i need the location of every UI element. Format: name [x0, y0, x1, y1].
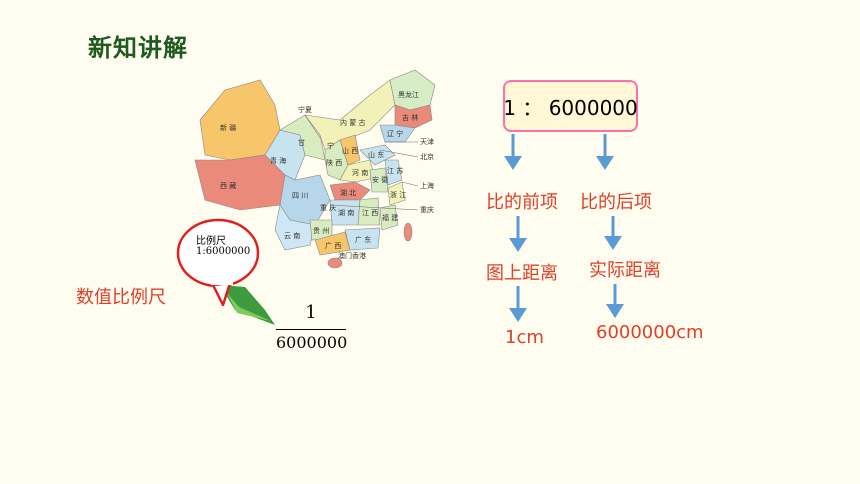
map-side-label: 宁夏: [298, 105, 312, 114]
map-distance-value: 1cm: [505, 327, 544, 348]
map-label: 青 海: [270, 156, 286, 165]
map-label: 宁: [327, 141, 334, 150]
antecedent-label: 比的前项: [486, 192, 558, 213]
map-label: 江 西: [362, 209, 378, 217]
province-guangdong: [344, 227, 381, 251]
province-zhejiang: [387, 181, 406, 206]
map-label: 山 东: [368, 150, 384, 159]
pointer-arrow-icon: [220, 285, 275, 325]
map-label: 安 徽: [372, 175, 388, 184]
numeric-scale-label: 数值比例尺: [76, 287, 166, 308]
map-label: 甘: [298, 138, 305, 147]
real-distance-value: 6000000cm: [596, 322, 704, 343]
down-arrow-icon: [509, 238, 527, 252]
consequent-label: 比的后项: [580, 192, 652, 213]
province-hubei: [329, 181, 371, 201]
map-label: 陕 西: [326, 158, 342, 167]
map-side-label: 天津: [420, 138, 434, 146]
map-side-label: 上海: [420, 181, 434, 190]
map-label: 四 川: [292, 192, 308, 200]
page-title: 新知讲解: [88, 34, 188, 62]
province-liaoning: [379, 124, 416, 143]
province-hainan: [327, 257, 343, 269]
fraction-denominator: 6000000: [276, 333, 348, 352]
map-label: 河 南: [352, 168, 368, 177]
map-label: 湖 南: [338, 208, 354, 217]
scale-speech-bubble: [176, 218, 275, 325]
map-side-label: 澳门: [338, 251, 352, 260]
province-yunnan: [274, 204, 316, 251]
map-label: 浙 江: [390, 190, 406, 199]
province-heilongjiang: [389, 69, 436, 111]
province-fujian: [379, 204, 399, 231]
map-label: 贵 州: [313, 226, 329, 235]
map-label: 辽 宁: [387, 129, 403, 138]
map-distance-label: 图上距离: [486, 263, 558, 284]
down-arrow-icon: [509, 308, 527, 322]
real-distance-label: 实际距离: [589, 260, 661, 281]
flow-arrows: [504, 134, 624, 322]
down-arrow-icon: [606, 304, 624, 318]
fraction-bar: [276, 329, 346, 330]
map-label: 西 藏: [220, 181, 236, 190]
map-side-label: 北京: [420, 152, 434, 161]
bubble-scale-value: 1:6000000: [196, 246, 251, 257]
map-label: 云 南: [284, 231, 300, 240]
map-label: 吉 林: [402, 113, 418, 122]
fraction-numerator: 1: [305, 302, 317, 323]
province-jiangsu: [384, 159, 403, 186]
map-label: 江 苏: [387, 166, 403, 175]
map-side-label: 重庆: [420, 205, 434, 214]
map-side-label: 香港: [352, 251, 366, 260]
province-anhui: [369, 167, 389, 193]
province-taiwan: [403, 222, 413, 242]
province-xinjiang: [199, 79, 281, 161]
map-label: 广 西: [325, 241, 341, 250]
down-arrow-icon: [596, 156, 614, 170]
ratio-box: 1 ： 6000000: [503, 80, 638, 132]
map-label: 福 建: [382, 213, 398, 222]
map-label: 黑龙江: [398, 90, 419, 99]
bubble-scale-title: 比例尺: [196, 236, 226, 247]
map-label: 内 蒙 古: [340, 118, 365, 127]
province-jiangxi: [357, 197, 381, 226]
map-label: 湖 北: [340, 188, 356, 197]
province-neimenggu: [304, 79, 396, 151]
down-arrow-icon: [504, 156, 522, 170]
map-label: 新 疆: [220, 123, 236, 132]
map-label: 广 东: [355, 235, 371, 244]
province-henan: [339, 159, 376, 183]
map-label: 山 西: [342, 146, 358, 155]
china-map: 新 疆 西 藏 青 海 四 川 甘 内 蒙 古 吉 林 黑龙江 辽 宁 山 西 …: [194, 69, 436, 269]
down-arrow-icon: [604, 236, 622, 250]
map-label: 重 庆: [320, 203, 336, 212]
